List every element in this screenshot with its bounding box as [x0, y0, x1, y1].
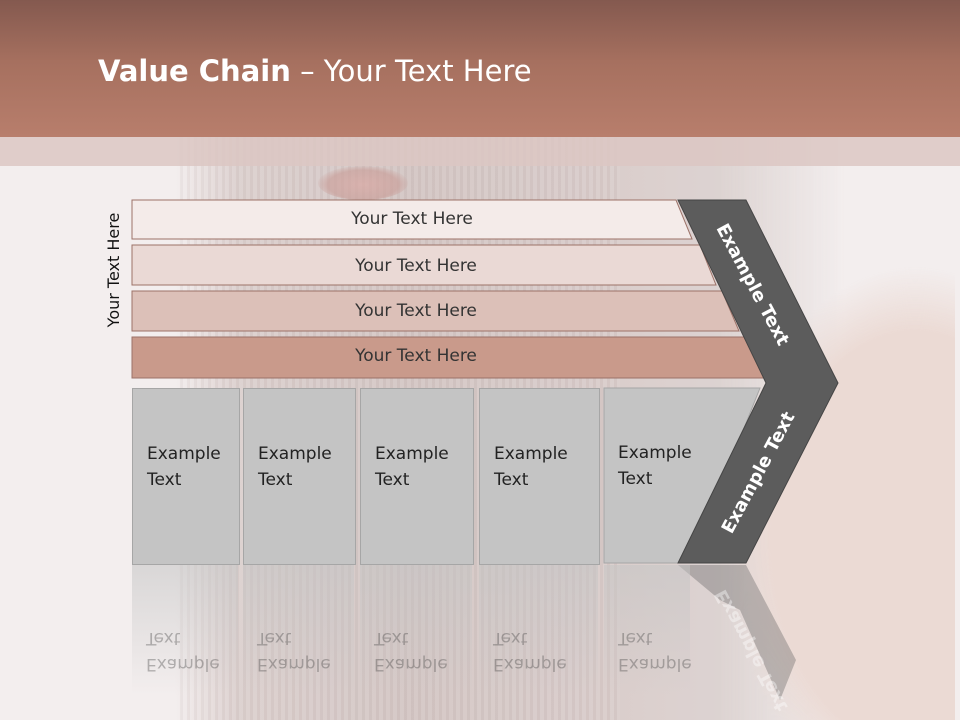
support-box-1-reflection-line2: Text: [146, 628, 181, 648]
row-label-2: Your Text Here: [132, 247, 700, 285]
support-box-5-line1: Example: [618, 443, 692, 463]
row-label-4-text: Your Text Here: [355, 346, 477, 366]
support-box-4-line2: Text: [494, 470, 529, 490]
row-bar-1: [131, 199, 693, 240]
row-bar-3: [131, 290, 740, 332]
support-box-3-reflection-line1: Example: [374, 654, 448, 674]
header-sub-band: [0, 137, 960, 166]
row-label-4: Your Text Here: [132, 337, 700, 375]
support-box-5-reflection-line2: Text: [618, 628, 653, 648]
support-box-2-line1: Example: [258, 444, 332, 464]
row-label-2-text: Your Text Here: [355, 256, 477, 276]
support-box-5-reflection-line1: Example: [618, 654, 692, 674]
support-box-1-line2: Text: [147, 470, 182, 490]
support-box-4-reflection-line2: Text: [493, 628, 528, 648]
support-box-4-reflection: Example Text: [479, 565, 598, 695]
support-box-2-reflection-line2: Text: [257, 628, 292, 648]
row-label-1: Your Text Here: [132, 200, 692, 238]
support-box-5-reflection: Example Text: [604, 565, 692, 695]
support-box-5-line2: Text: [618, 469, 653, 489]
support-box-4-reflection-line1: Example: [493, 654, 567, 674]
chevron-arrow: [677, 199, 839, 564]
support-box-3-line2: Text: [375, 470, 410, 490]
row-bar-2: [131, 244, 717, 286]
chevron-reflection: [678, 565, 796, 700]
support-box-3-line1: Example: [375, 444, 449, 464]
row-label-3: Your Text Here: [132, 292, 700, 330]
support-box-1-line1: Example: [147, 444, 221, 464]
background-lips: [318, 166, 408, 200]
support-box-3-reflection: Example Text: [360, 565, 472, 695]
support-box-2-reflection-line1: Example: [257, 654, 331, 674]
row-label-3-text: Your Text Here: [355, 301, 477, 321]
support-box-3-reflection-line2: Text: [374, 628, 409, 648]
row-label-1-text: Your Text Here: [351, 209, 473, 229]
support-box-2-reflection: Example Text: [243, 565, 354, 695]
support-box-1-reflection: Example Text: [132, 565, 238, 695]
support-box-2-line2: Text: [258, 470, 293, 490]
slide-title: Value Chain – Your Text Here: [98, 54, 532, 88]
slide-title-bold: Value Chain: [98, 54, 291, 88]
slide-title-rest: – Your Text Here: [290, 54, 532, 88]
header-band: [0, 0, 960, 137]
support-box-4-line1: Example: [494, 444, 568, 464]
support-box-1-reflection-line1: Example: [146, 654, 220, 674]
